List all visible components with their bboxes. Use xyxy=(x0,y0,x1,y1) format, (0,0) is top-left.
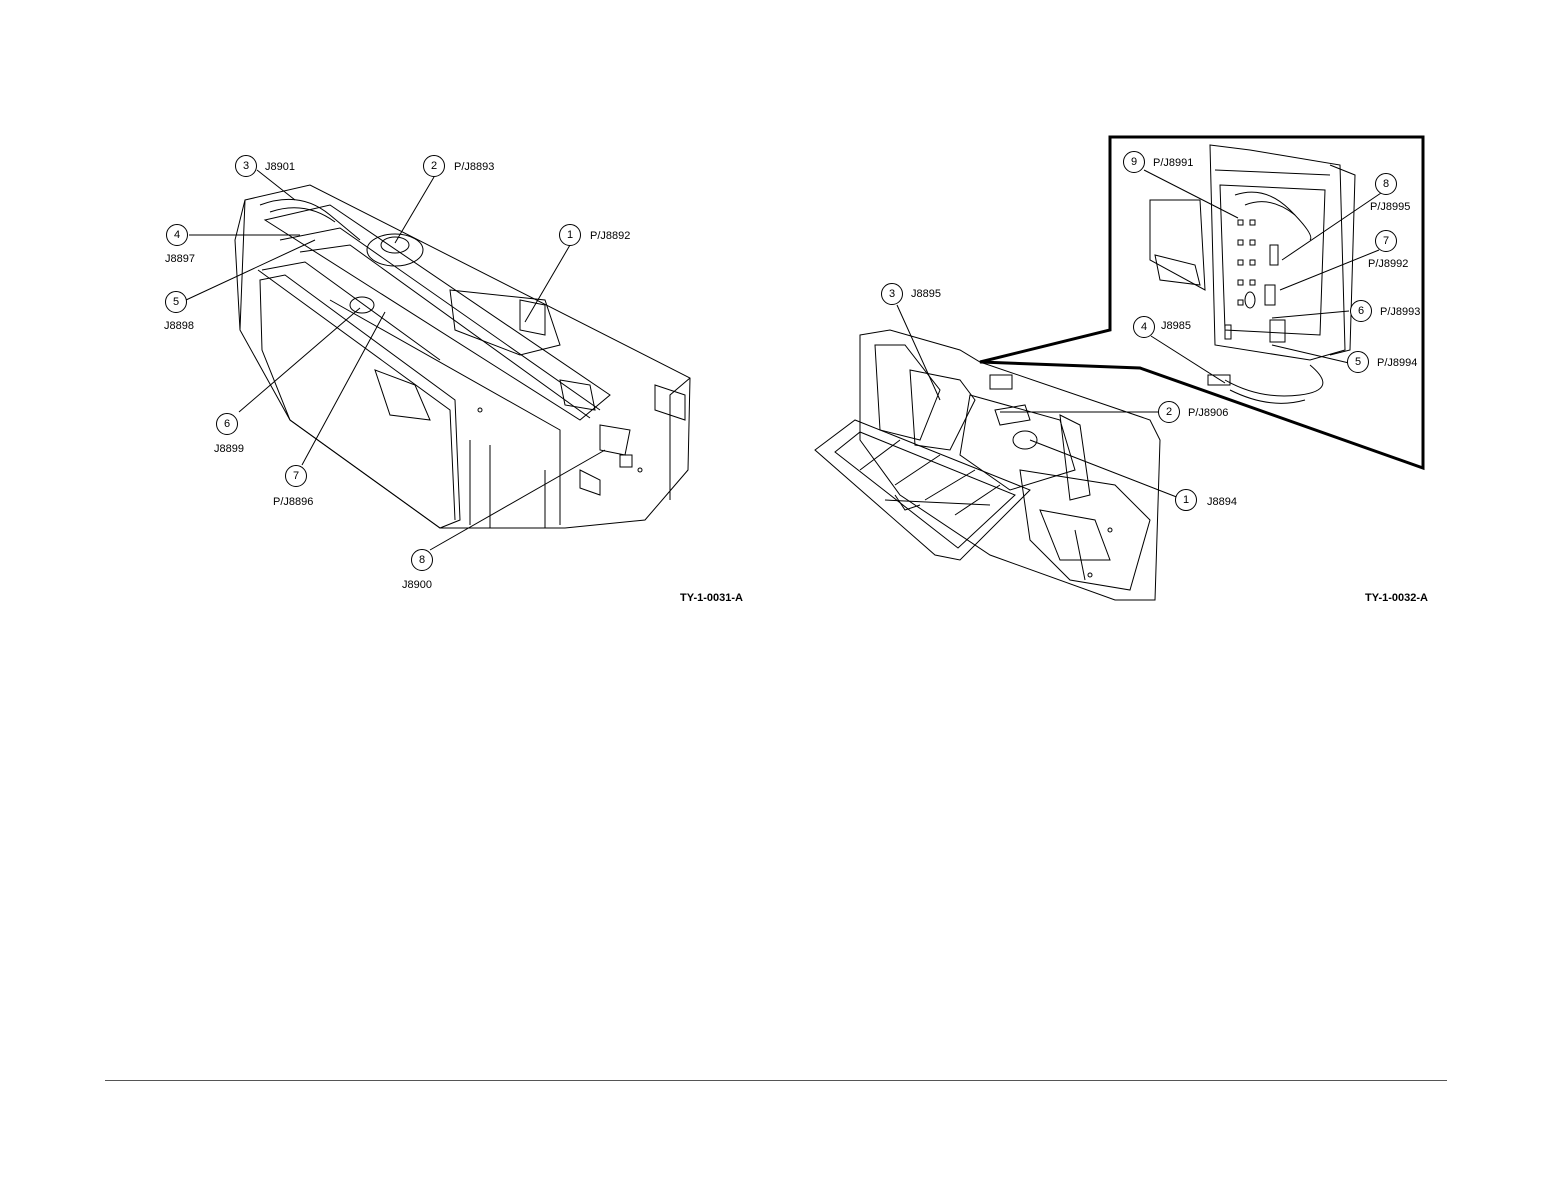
callout-9-label: P/J8991 xyxy=(1153,157,1193,169)
callout-6-label: P/J8993 xyxy=(1380,306,1420,318)
callout-2-label: P/J8906 xyxy=(1188,407,1228,419)
callout-4-label: J8985 xyxy=(1161,320,1191,332)
callout-6-number: 6 xyxy=(1350,300,1372,322)
figure-id-right: TY-1-0032-A xyxy=(1365,592,1428,604)
callout-5-label: P/J8994 xyxy=(1377,357,1417,369)
callout-8-number: 8 xyxy=(1375,173,1397,195)
callout-7-number: 7 xyxy=(1375,230,1397,252)
callout-7-label: P/J8992 xyxy=(1368,258,1408,270)
callout-5-number: 5 xyxy=(1347,351,1369,373)
callout-8-label: P/J8995 xyxy=(1370,201,1410,213)
callout-4-number: 4 xyxy=(1133,316,1155,338)
callout-3-number: 3 xyxy=(881,283,903,305)
footer-rule xyxy=(105,1080,1447,1081)
callout-3-label: J8895 xyxy=(911,288,941,300)
callout-9-number: 9 xyxy=(1123,151,1145,173)
callout-2-number: 2 xyxy=(1158,401,1180,423)
callout-1-number: 1 xyxy=(1175,489,1197,511)
callout-1-label: J8894 xyxy=(1207,496,1237,508)
